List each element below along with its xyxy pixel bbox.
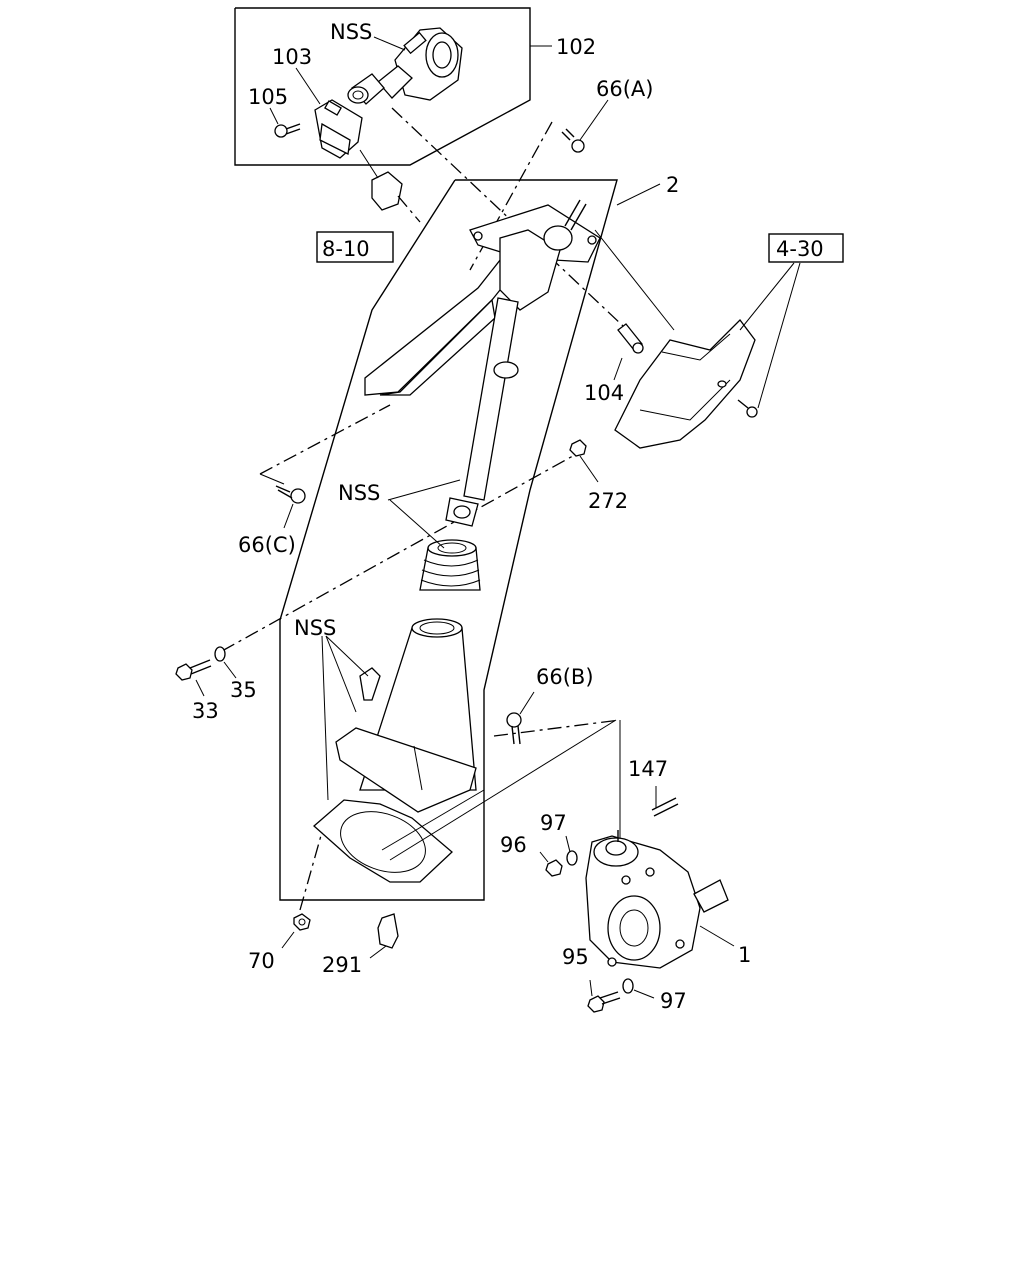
label-102: 102 <box>556 35 596 59</box>
label-103: 103 <box>272 45 312 69</box>
label-97-upper: 97 <box>540 811 567 835</box>
bolt-104 <box>613 323 644 381</box>
screw-105 <box>274 123 301 138</box>
connector-8-10 <box>316 149 421 263</box>
washer-35 <box>214 646 237 679</box>
nut-96 <box>539 851 563 877</box>
label-272: 272 <box>588 489 628 513</box>
label-66c: 66(C) <box>238 533 296 557</box>
label-8-10: 8-10 <box>322 237 370 261</box>
label-70: 70 <box>248 949 275 973</box>
clip-nss <box>321 635 381 801</box>
lower-boot-cone <box>335 618 477 813</box>
label-95: 95 <box>562 945 589 969</box>
steering-gearbox-1 <box>585 830 735 969</box>
bolt-95 <box>587 979 621 1013</box>
label-104: 104 <box>584 381 624 405</box>
clip-291 <box>369 913 399 959</box>
bolt-33 <box>175 659 212 697</box>
label-2: 2 <box>666 173 679 197</box>
column-cover <box>614 233 844 449</box>
main-box-2 <box>279 179 661 901</box>
nut-272 <box>569 439 599 483</box>
label-nss-top: NSS <box>330 20 372 44</box>
label-nss-mid: NSS <box>338 481 380 505</box>
label-1: 1 <box>738 943 751 967</box>
label-96: 96 <box>500 833 527 857</box>
label-nss-low: NSS <box>294 616 336 640</box>
label-105: 105 <box>248 85 288 109</box>
nut-70 <box>281 913 311 949</box>
ignition-lock-cylinder <box>347 27 463 105</box>
label-291: 291 <box>322 953 362 977</box>
ignition-switch-103 <box>314 99 363 159</box>
label-147: 147 <box>628 757 668 781</box>
bolt-66c <box>275 485 306 529</box>
label-35: 35 <box>230 678 257 702</box>
steering-column-bracket <box>364 199 601 396</box>
stud-147 <box>651 786 679 817</box>
inset-box-102 <box>234 7 552 166</box>
label-66a: 66(A) <box>596 77 653 101</box>
washer-97-upper <box>565 835 578 866</box>
bolt-66b <box>389 691 621 861</box>
bellows-boot <box>387 479 481 591</box>
gasket-plate <box>299 789 485 911</box>
label-97-lower: 97 <box>660 989 687 1013</box>
label-4-30: 4-30 <box>776 237 824 261</box>
washer-97-lower <box>622 978 655 999</box>
label-33: 33 <box>192 699 219 723</box>
steering-shaft <box>445 297 519 527</box>
label-66b: 66(B) <box>536 665 594 689</box>
bolt-66a <box>561 99 609 153</box>
